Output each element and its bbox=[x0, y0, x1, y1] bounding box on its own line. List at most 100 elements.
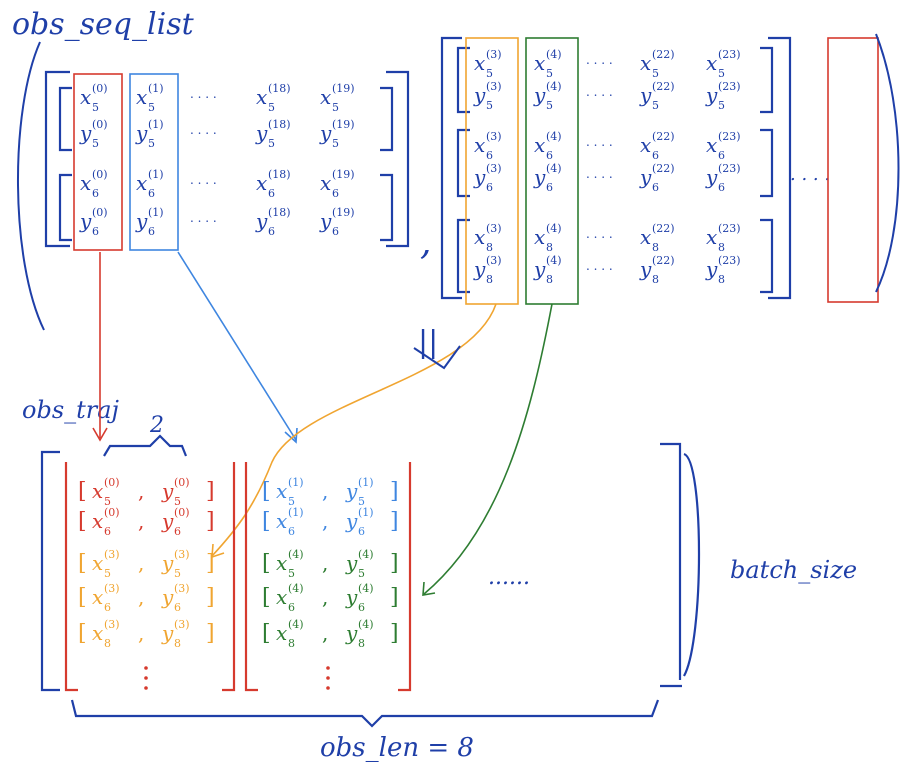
cell-var: x bbox=[136, 85, 147, 109]
cell-sub: 8 bbox=[718, 241, 725, 254]
cell-sub: 6 bbox=[268, 225, 275, 238]
cell-var: y bbox=[161, 509, 174, 533]
cell-sup: (4) bbox=[546, 130, 562, 143]
cell-sub: 8 bbox=[288, 637, 295, 650]
traj-close-bracket: ] bbox=[206, 551, 215, 576]
cell-var: y bbox=[319, 121, 332, 145]
cell-var: x bbox=[80, 85, 91, 109]
traj-comma: , bbox=[322, 509, 328, 533]
cell-sup: (3) bbox=[104, 582, 120, 595]
cell-sub: 8 bbox=[652, 241, 659, 254]
traj-close-bracket: ] bbox=[206, 479, 215, 504]
cell-var: y bbox=[473, 83, 486, 107]
traj-comma: , bbox=[322, 621, 328, 645]
cell-var: y bbox=[255, 209, 268, 233]
traj-open-bracket: [ bbox=[262, 479, 271, 504]
seq-block-1-brackets bbox=[44, 70, 410, 248]
row-dots: . . . . bbox=[586, 167, 613, 181]
cell-sub: 6 bbox=[358, 601, 365, 614]
cell-sup: (22) bbox=[652, 222, 675, 235]
label-dots-traj: ...... bbox=[488, 565, 530, 590]
cell-sub: 6 bbox=[652, 149, 659, 162]
cell-sub: 6 bbox=[148, 225, 155, 238]
row-dots: . . . . bbox=[586, 85, 613, 99]
cell-var: y bbox=[533, 165, 546, 189]
cell-sub: 5 bbox=[358, 495, 365, 508]
cell-var: y bbox=[705, 257, 718, 281]
cell-sub: 8 bbox=[718, 273, 725, 286]
cell-var: x bbox=[276, 479, 287, 503]
cell-sup: (3) bbox=[486, 130, 502, 143]
cell-var: y bbox=[533, 83, 546, 107]
cell-var: x bbox=[80, 171, 91, 195]
cell-sub: 5 bbox=[104, 495, 111, 508]
label-equals: || bbox=[418, 325, 438, 360]
traj-vertical-dots bbox=[144, 666, 330, 690]
label-obs-len: obs_len = 8 bbox=[320, 733, 474, 763]
cell-var: x bbox=[256, 171, 267, 195]
brace-obs-len bbox=[70, 699, 660, 728]
traj-comma: , bbox=[138, 585, 144, 609]
traj-close-bracket: ] bbox=[390, 551, 399, 576]
traj-comma: , bbox=[138, 551, 144, 575]
cell-var: x bbox=[640, 225, 651, 249]
box-col-1-blue bbox=[129, 73, 179, 251]
traj-comma: , bbox=[138, 509, 144, 533]
row-dots: . . . . bbox=[190, 87, 217, 101]
cell-var: x bbox=[320, 85, 331, 109]
traj-column-1: [x(0)5,y(0)5][x(0)6,y(0)6][x(3)5,y(3)5][… bbox=[78, 476, 215, 650]
cell-sub: 8 bbox=[486, 273, 493, 286]
cell-sub: 5 bbox=[332, 137, 339, 150]
cell-sub: 5 bbox=[92, 137, 99, 150]
cell-sup: (18) bbox=[268, 168, 291, 181]
cell-var: y bbox=[345, 621, 358, 645]
cell-var: x bbox=[640, 133, 651, 157]
cell-sup: (4) bbox=[546, 254, 562, 267]
cell-var: y bbox=[639, 165, 652, 189]
cell-sup: (22) bbox=[652, 48, 675, 61]
arrow-green bbox=[423, 303, 553, 595]
arrows bbox=[92, 251, 553, 596]
cell-sub: 5 bbox=[486, 67, 493, 80]
cell-sub: 5 bbox=[546, 99, 553, 112]
arrow-equals-head bbox=[413, 345, 461, 370]
traj-close-bracket: ] bbox=[390, 585, 399, 610]
cell-sub: 8 bbox=[104, 637, 111, 650]
cell-sub: 6 bbox=[486, 149, 493, 162]
traj-close-bracket: ] bbox=[206, 621, 215, 646]
traj-brackets bbox=[40, 434, 701, 728]
cell-var: y bbox=[255, 121, 268, 145]
cell-sub: 5 bbox=[174, 567, 181, 580]
cell-sup: (4) bbox=[288, 548, 304, 561]
cell-sup: (19) bbox=[332, 206, 355, 219]
cell-var: x bbox=[92, 621, 103, 645]
cell-sup: (19) bbox=[332, 168, 355, 181]
curve-obs-seq-list bbox=[17, 41, 45, 331]
cell-sup: (1) bbox=[288, 476, 304, 489]
traj-open-bracket: [ bbox=[78, 479, 87, 504]
cell-sub: 6 bbox=[104, 525, 111, 538]
cell-sup: (18) bbox=[268, 82, 291, 95]
cell-sup: (23) bbox=[718, 254, 741, 267]
cell-sub: 6 bbox=[174, 525, 181, 538]
row-dots: . . . . bbox=[190, 211, 217, 225]
traj-comma: , bbox=[138, 621, 144, 645]
cell-sup: (1) bbox=[148, 206, 164, 219]
cell-var: x bbox=[276, 551, 287, 575]
box-col-3-orange bbox=[465, 37, 519, 305]
cell-sup: (1) bbox=[358, 506, 374, 519]
cell-var: y bbox=[345, 479, 358, 503]
cell-sup: (0) bbox=[174, 476, 190, 489]
cell-sup: (19) bbox=[332, 82, 355, 95]
cell-var: x bbox=[534, 225, 545, 249]
label-obs-traj: obs_traj bbox=[22, 396, 120, 424]
cell-sub: 6 bbox=[288, 601, 295, 614]
cell-sup: (4) bbox=[546, 162, 562, 175]
traj-open-bracket: [ bbox=[262, 621, 271, 646]
label-obs-seq-list: obs_seq_list bbox=[12, 7, 195, 42]
cell-sub: 6 bbox=[718, 149, 725, 162]
row-dots: . . . . bbox=[586, 227, 613, 241]
cell-var: y bbox=[135, 121, 148, 145]
row-dots: . . . . bbox=[586, 53, 613, 67]
